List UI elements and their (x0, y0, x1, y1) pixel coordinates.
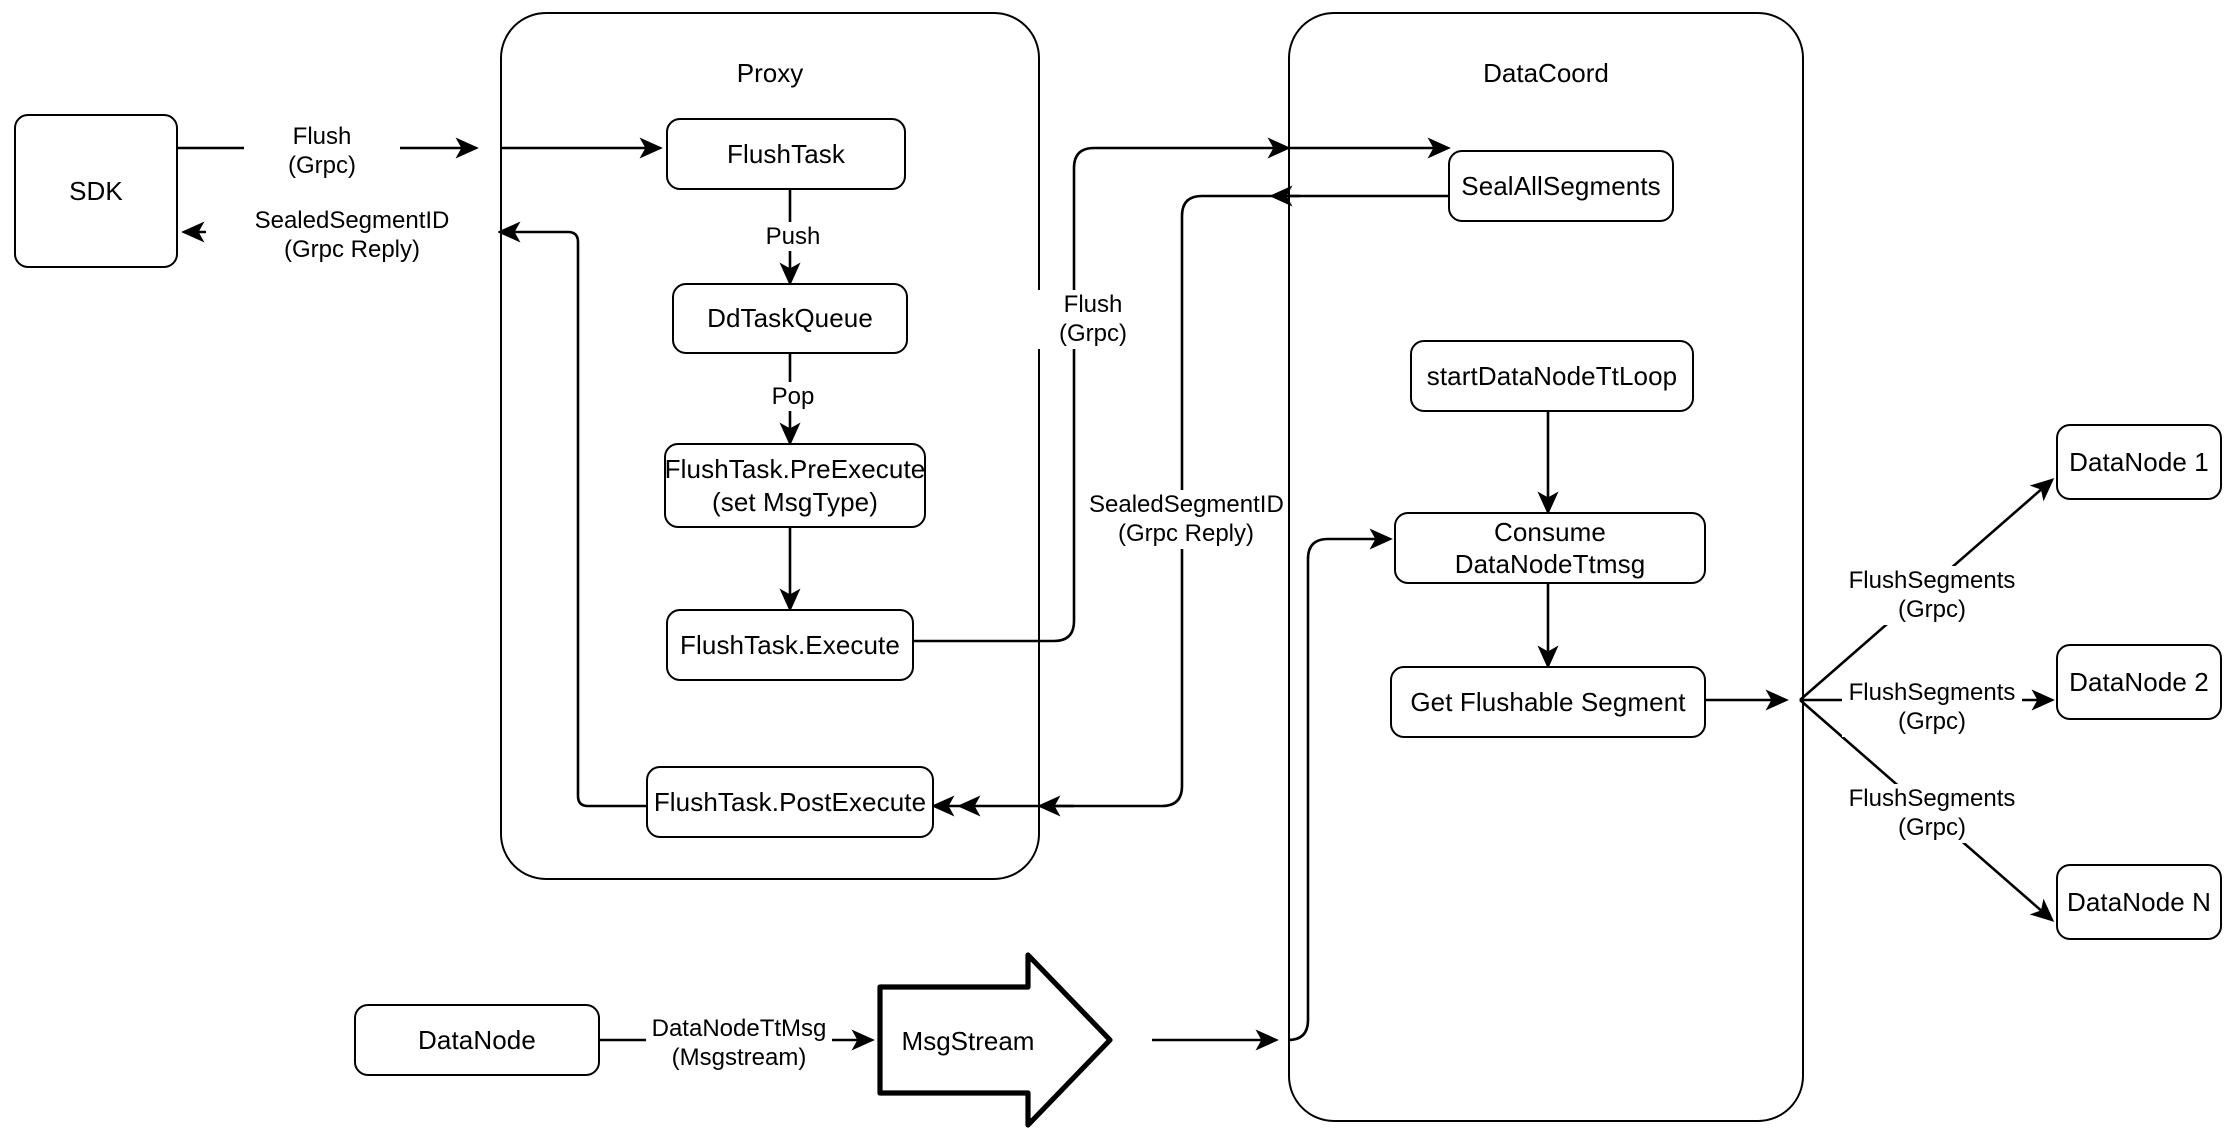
edge-label-flush-segments-2: FlushSegments (Grpc) (1842, 678, 2022, 737)
node-consume-datanode-ttmsg[interactable]: Consume DataNodeTtmsg (1394, 512, 1706, 584)
proxy-container-title: Proxy (736, 58, 804, 88)
edge-label-sealed-segment-reply-mid: SealedSegmentID (Grpc Reply) (1086, 490, 1286, 549)
node-start-datanode-tt-loop[interactable]: startDataNodeTtLoop (1410, 340, 1694, 412)
node-datanode-source[interactable]: DataNode (354, 1004, 600, 1076)
edge-label-sealed-segment-reply: SealedSegmentID (Grpc Reply) (206, 206, 498, 265)
node-dd-task-queue[interactable]: DdTaskQueue (672, 283, 908, 354)
node-msgstream-label: MsgStream (901, 1026, 1035, 1056)
node-flushtask-preexecute-line2: (set MsgType) (711, 486, 878, 517)
node-flushtask-postexecute[interactable]: FlushTask.PostExecute (646, 766, 934, 838)
node-datanode-2[interactable]: DataNode 2 (2056, 644, 2222, 720)
edge-label-push: Push (742, 222, 844, 252)
node-get-flushable-segment[interactable]: Get Flushable Segment (1390, 666, 1706, 738)
edge-label-flush-grpc-mid: Flush (Grpc) (1038, 290, 1148, 349)
node-seal-all-segments[interactable]: SealAllSegments (1448, 150, 1674, 222)
node-sdk[interactable]: SDK (14, 114, 178, 268)
edge-label-flush-segments-n: FlushSegments (Grpc) (1842, 784, 2022, 843)
edge-label-flush-grpc: Flush (Grpc) (244, 122, 400, 181)
edge-label-flush-segments-1: FlushSegments (Grpc) (1842, 566, 2022, 625)
edge-label-datanode-ttmsg: DataNodeTtMsg (Msgstream) (646, 1014, 832, 1073)
node-flushtask-preexecute-line1: FlushTask.PreExecute (664, 454, 926, 485)
node-flushtask-execute[interactable]: FlushTask.Execute (666, 609, 914, 681)
node-flushtask-preexecute[interactable]: FlushTask.PreExecute (set MsgType) (664, 443, 926, 528)
datacoord-container-title: DataCoord (1483, 58, 1609, 88)
node-flush-task[interactable]: FlushTask (666, 118, 906, 190)
node-datanode-1[interactable]: DataNode 1 (2056, 424, 2222, 500)
edge-label-pop: Pop (750, 382, 836, 412)
node-datanode-n[interactable]: DataNode N (2056, 864, 2222, 940)
